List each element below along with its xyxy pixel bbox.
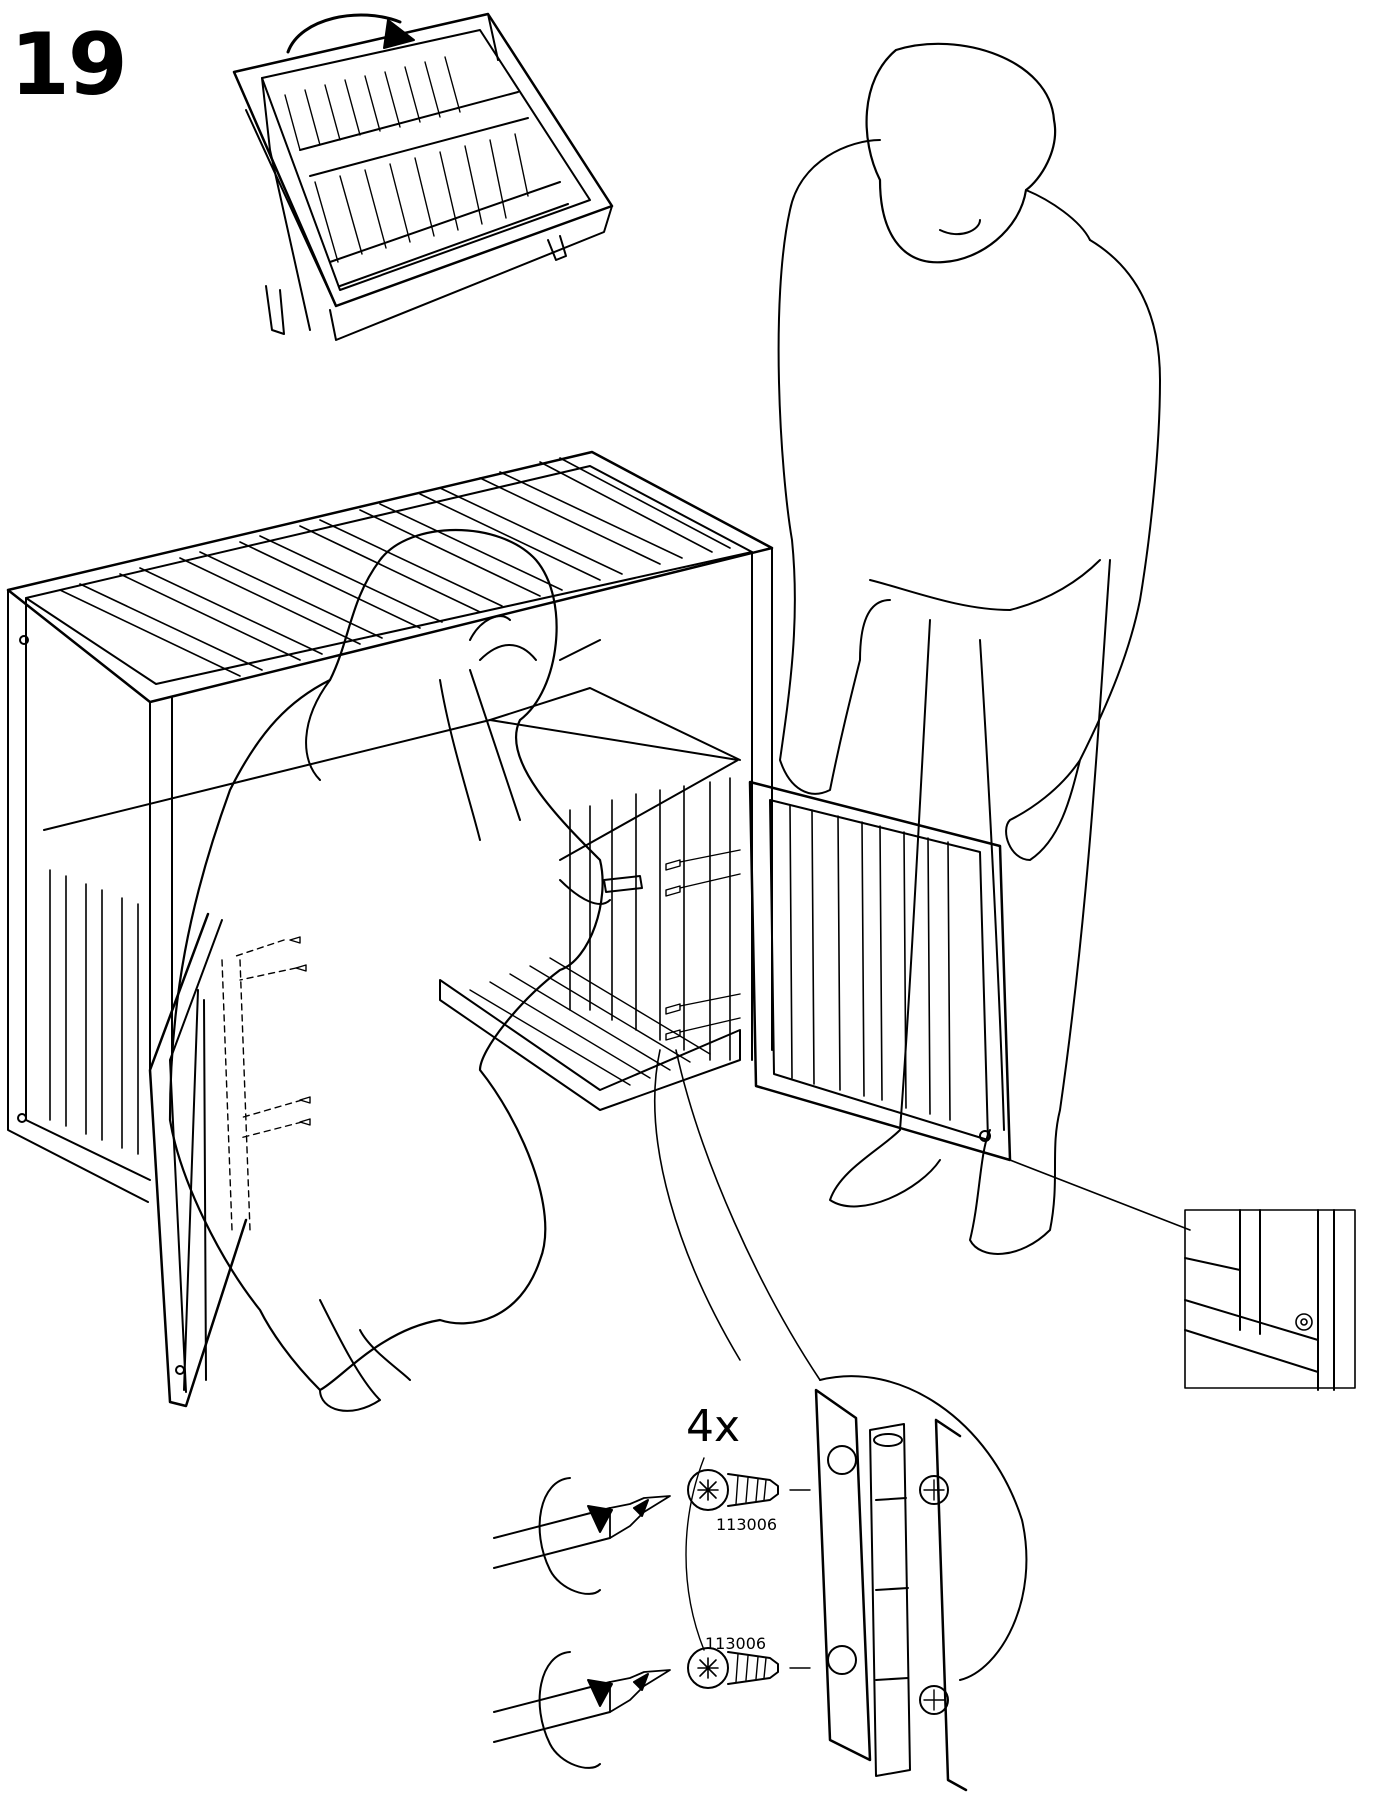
quantity-label: 4x — [686, 1405, 740, 1449]
flipped-cabinet-thumbnail — [234, 14, 612, 340]
step-number: 19 — [10, 22, 126, 108]
callout-lines — [655, 1050, 820, 1380]
left-door — [150, 914, 310, 1406]
man-figure — [779, 44, 1160, 1254]
hinge-icon — [816, 1376, 1026, 1790]
detail-inset-icon — [1010, 1160, 1355, 1390]
screwdriver-icon — [494, 1478, 670, 1594]
part-number-top: 113006 — [716, 1517, 777, 1533]
screw-icon-lower — [688, 1648, 810, 1688]
screw-icon — [688, 1470, 810, 1510]
screwdriver-icon-lower — [494, 1652, 670, 1768]
part-number-bottom: 113006 — [705, 1636, 766, 1652]
cabinet — [8, 452, 772, 1202]
right-door — [750, 782, 1010, 1160]
back-screws — [666, 850, 740, 1040]
